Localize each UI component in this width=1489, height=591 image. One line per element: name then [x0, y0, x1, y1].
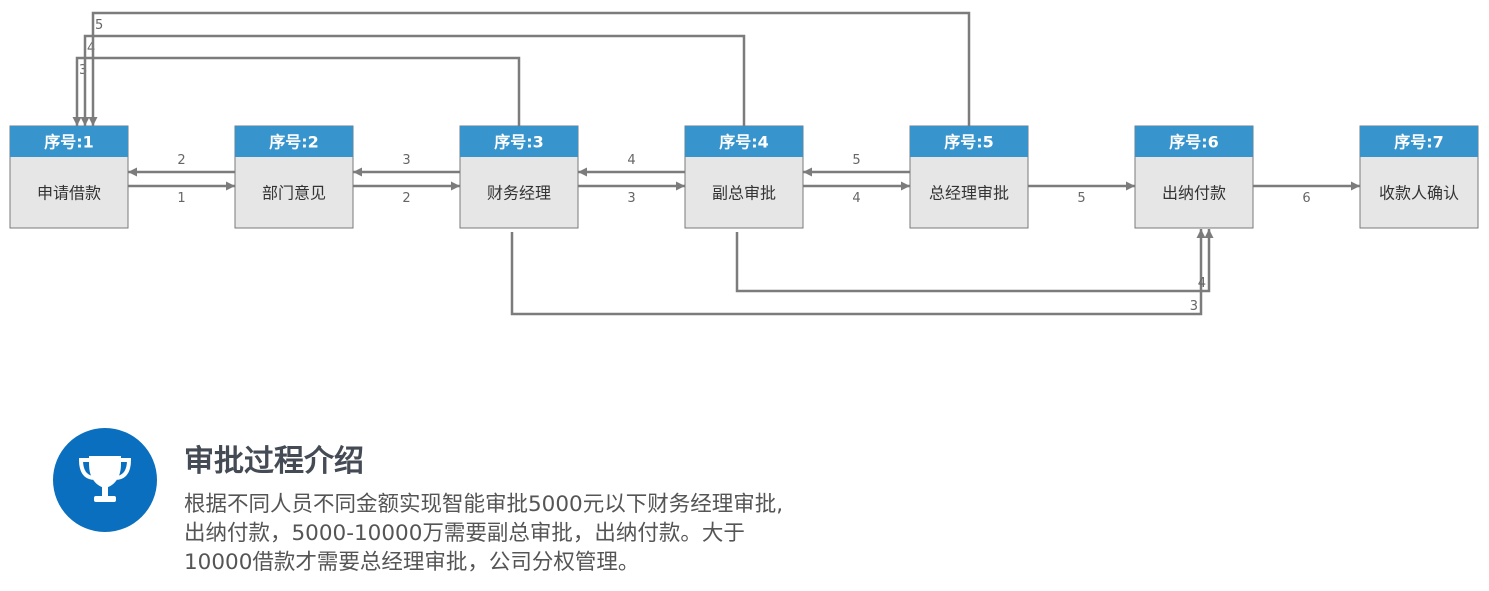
info-title: 审批过程介绍 — [184, 444, 364, 479]
node-label: 副总审批 — [712, 184, 776, 203]
node-header-label: 序号:2 — [269, 133, 319, 152]
node-6: 序号:6 出纳付款 — [1134, 125, 1254, 229]
edge-label: 5 — [1077, 191, 1085, 206]
node-header — [460, 126, 578, 157]
info-section: 审批过程介绍 根据不同人员不同金额实现智能审批5000元以下财务经理审批, 出纳… — [53, 428, 873, 578]
return-edge-4-1 — [80, 34, 746, 126]
node-label: 收款人确认 — [1379, 184, 1459, 203]
info-icon-circle — [53, 428, 157, 532]
node-7: 序号:7 收款人确认 — [1359, 125, 1479, 229]
node-header — [1360, 126, 1478, 157]
edge-label: 5 — [852, 153, 860, 168]
node-header-label: 序号:6 — [1169, 133, 1219, 152]
node-header-label: 序号:3 — [494, 133, 544, 152]
node-5: 序号:5 总经理审批 — [909, 125, 1029, 229]
node-3: 序号:3 财务经理 — [459, 125, 579, 229]
node-header-label: 序号:4 — [719, 133, 769, 152]
node-4: 序号:4 副总审批 — [684, 125, 804, 229]
node-header — [10, 126, 128, 157]
edge-label: 5 — [95, 18, 103, 33]
edge-label: 3 — [79, 63, 87, 78]
node-header — [910, 126, 1028, 157]
node-header-label: 序号:5 — [944, 133, 994, 152]
node-1: 序号:1 申请借款 — [9, 125, 129, 229]
edge-label: 3 — [1190, 299, 1198, 314]
edge-label: 4 — [627, 153, 635, 168]
node-header — [1135, 126, 1253, 157]
return-edge-3-1 — [72, 56, 521, 126]
node-label: 出纳付款 — [1162, 184, 1226, 203]
cashier-edge-4-6 — [735, 229, 1214, 293]
trophy-icon — [78, 456, 132, 502]
node-header-label: 序号:7 — [1394, 133, 1444, 152]
edge-label: 4 — [852, 191, 860, 206]
node-label: 部门意见 — [262, 184, 326, 203]
edge-label: 3 — [627, 191, 635, 206]
edge-label: 1 — [177, 191, 185, 206]
node-layer: 序号:1 申请借款 序号:2 部门意见 序号:3 财务经理 序号:4 副总审批 序号:5 总经理审… — [9, 125, 1479, 229]
cashier-edge-3-6 — [510, 229, 1206, 316]
edge-label: 6 — [1302, 191, 1310, 206]
node-label: 申请借款 — [37, 184, 101, 203]
return-edge-5-1 — [88, 11, 971, 126]
node-2: 序号:2 部门意见 — [234, 125, 354, 229]
edge-label: 4 — [87, 41, 95, 56]
edge-label: 2 — [177, 153, 185, 168]
edge-label: 4 — [1198, 276, 1206, 291]
edge-label: 2 — [402, 191, 410, 206]
node-label: 财务经理 — [487, 184, 551, 203]
edge-label: 3 — [402, 153, 410, 168]
node-label: 总经理审批 — [929, 184, 1009, 203]
node-header — [685, 126, 803, 157]
node-header — [235, 126, 353, 157]
node-header-label: 序号:1 — [44, 133, 94, 152]
info-description: 根据不同人员不同金额实现智能审批5000元以下财务经理审批, 出纳付款，5000… — [184, 492, 784, 575]
